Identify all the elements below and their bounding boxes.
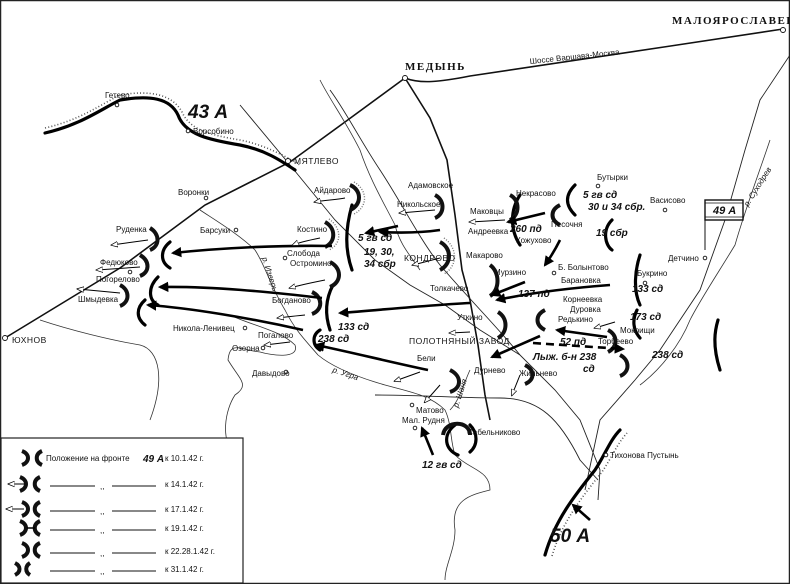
place-label: Костино (297, 225, 328, 234)
legend-army: 49 А (142, 454, 164, 465)
unit-label: Лыж. б-н 238 (532, 351, 597, 363)
place-label: Васисово (650, 196, 686, 205)
place-label: Маковцы (470, 207, 504, 216)
place-label: ЮХНОВ (12, 335, 47, 345)
place-label: ПОЛОТНЯНЫЙ ЗАВОД (409, 335, 510, 346)
place-label: Давыдово (252, 369, 290, 378)
place-label: Макарово (466, 251, 503, 260)
place-label: Матово (416, 406, 444, 415)
place-label: Слобода (287, 249, 321, 258)
roads (4, 28, 790, 501)
army-43-label: 43 А (187, 102, 228, 123)
place-label: Мокрищи (620, 326, 655, 335)
legend-row-date: к 31.1.42 г. (165, 565, 204, 574)
place-label: Айдарово (314, 186, 351, 195)
place-label: Богданово (272, 296, 311, 305)
legend-symbols (7, 449, 43, 577)
army-50-label: 50 А (550, 526, 590, 547)
city-medyn: МЕДЫНЬ (405, 61, 466, 73)
place-label: Федюково (100, 258, 138, 267)
place-label: Некрасово (516, 189, 556, 198)
settlement-markers (2, 27, 786, 458)
unit-label: 12 гв сд (422, 460, 462, 471)
unit-label: 238 сд (317, 334, 349, 345)
unit-label: 52 пд (560, 337, 586, 348)
place-label: Погорелово (96, 275, 140, 284)
legend-row-date: к 17.1.42 г. (165, 505, 204, 514)
place-label: Букрино (637, 269, 668, 278)
front-lines (43, 92, 722, 557)
place-label: Бутырки (597, 173, 628, 182)
legend-ditto: ,, (100, 549, 104, 558)
place-label: Остромино (290, 259, 332, 268)
place-label: Редькино (558, 315, 593, 324)
unit-label: 133 сд (338, 322, 369, 333)
legend: Положение на фронте 49 А к 10.1.42 г. ,,… (0, 437, 244, 584)
place-label: Мал. Рудня (402, 416, 445, 425)
army-labels: 43 А 49 А 50 А (187, 102, 744, 547)
attack-arrows (78, 197, 626, 521)
place-label: Воронки (178, 188, 209, 197)
army-49-flag (704, 199, 744, 221)
place-label: Дуровка (570, 305, 601, 314)
unit-label: сд (583, 364, 595, 375)
army-49-label: 49 А (712, 205, 736, 217)
place-label: Детчино (668, 254, 699, 263)
place-label: МЯТЛЕВО (294, 156, 339, 166)
unit-label: 5 гв сд (583, 190, 617, 201)
city-maloyaroslavets: МАЛОЯРОСЛАВЕЦ (672, 15, 790, 27)
legend-ditto: ,, (100, 482, 104, 491)
place-label: Никольское (397, 200, 441, 209)
legend-ditto: ,, (100, 567, 104, 576)
place-label: Кожухово (516, 236, 552, 245)
legend-title: Положение на фронте (46, 454, 130, 463)
place-label: Ворсобино (193, 127, 234, 136)
unit-label: 260 пд (509, 224, 542, 235)
place-label: Погалово (258, 331, 294, 340)
legend-ditto: ,, (100, 507, 104, 516)
place-label: Б. Болынтово (558, 263, 609, 272)
place-label: Песочня (551, 220, 582, 229)
unit-label: 133 сд (632, 284, 663, 295)
place-label: Тихонова Пустынь (610, 451, 679, 460)
unit-label: 19, 30, (364, 247, 395, 258)
legend-row-date: к 10.1.42 г. (165, 454, 204, 463)
place-label: Толкачево (430, 284, 469, 293)
place-label: Андреевка (468, 227, 509, 236)
place-label: КОНДРОВО (404, 253, 455, 263)
place-label: Мурзино (494, 268, 527, 277)
legend-row-date: к 19.1.42 г. (165, 524, 204, 533)
place-label: Озерна (232, 344, 260, 353)
place-label: Жильнево (519, 369, 558, 378)
unit-positions (118, 181, 630, 436)
place-label: Шмыдевка (78, 295, 119, 304)
place-label: Гетево (105, 91, 130, 100)
place-label: Адамовское (408, 181, 454, 190)
place-label: Барановка (561, 276, 601, 285)
place-label: Руденка (116, 225, 147, 234)
place-label: Дурнево (474, 366, 506, 375)
legend-ditto: ,, (100, 526, 104, 535)
place-label: Барсуки (200, 226, 230, 235)
unit-label: 30 и 34 сбр. (588, 201, 645, 213)
rivers (39, 79, 771, 581)
legend-row-date: к 14.1.42 г. (165, 480, 204, 489)
unit-label: 173 сд (630, 312, 661, 323)
unit-labels: 5 гв сд 30 и 34 сбр. 260 пд 19 сбр 5 гв … (317, 190, 683, 471)
place-label: Уткино (457, 313, 483, 322)
unit-label: 137 пд (518, 289, 550, 300)
place-labels: Гетево Ворсобино МЯТЛЕВО Воронки Айдаров… (12, 91, 699, 460)
unit-label: 19 сбр (596, 227, 628, 239)
unit-label: 34 сбр (364, 258, 396, 270)
place-label: Торбеево (598, 337, 634, 346)
unit-label: 238 сд (651, 350, 683, 361)
legend-row-date: к 22.28.1.42 г. (165, 547, 215, 556)
place-label: Бели (417, 354, 436, 363)
place-label: Корнеевка (563, 295, 603, 304)
unit-label: 5 гв сд (358, 233, 392, 244)
place-label: Сабельниково (467, 428, 521, 437)
place-label: Никола-Ленивец (173, 324, 235, 333)
